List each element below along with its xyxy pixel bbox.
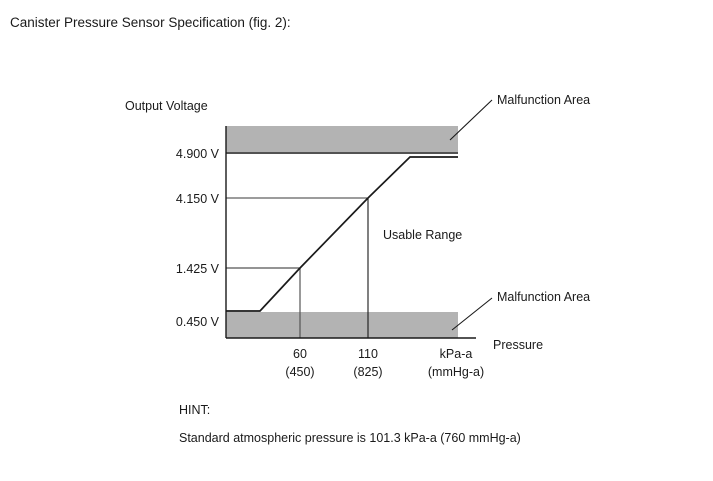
hint-block: HINT: Standard atmospheric pressure is 1… [179,402,521,446]
hint-label: HINT: [179,403,211,417]
x-tick-sublabel-825: (825) [353,365,382,379]
x-tick-sublabel-450: (450) [285,365,314,379]
x-axis-units-secondary: (mmHg-a) [428,365,484,379]
x-tick-label-60: 60 [293,347,307,361]
page-title: Canister Pressure Sensor Specification (… [10,15,291,30]
malfunction-area-upper-label: Malfunction Area [497,93,590,107]
hint-text: Standard atmospheric pressure is 101.3 k… [179,431,521,445]
leader-line-lower-malfunction [451,297,493,331]
malfunction-area-lower-label: Malfunction Area [497,290,590,304]
y-axis-title: Output Voltage [125,99,208,113]
usable-range-label: Usable Range [383,228,462,242]
y-tick-label-1425v: 1.425 V [176,262,220,276]
leader-line-upper-malfunction [449,99,493,141]
y-tick-label-4150v: 4.150 V [176,192,220,206]
x-axis-units-primary: kPa-a [440,347,473,361]
lower-malfunction-band [226,312,458,338]
upper-malfunction-band [226,126,458,152]
x-tick-label-110: 110 [358,347,378,361]
y-tick-label-4900v: 4.900 V [176,147,220,161]
x-axis-title: Pressure [493,338,543,352]
sensor-output-curve [226,156,458,312]
y-tick-label-0450v: 0.450 V [176,315,220,329]
